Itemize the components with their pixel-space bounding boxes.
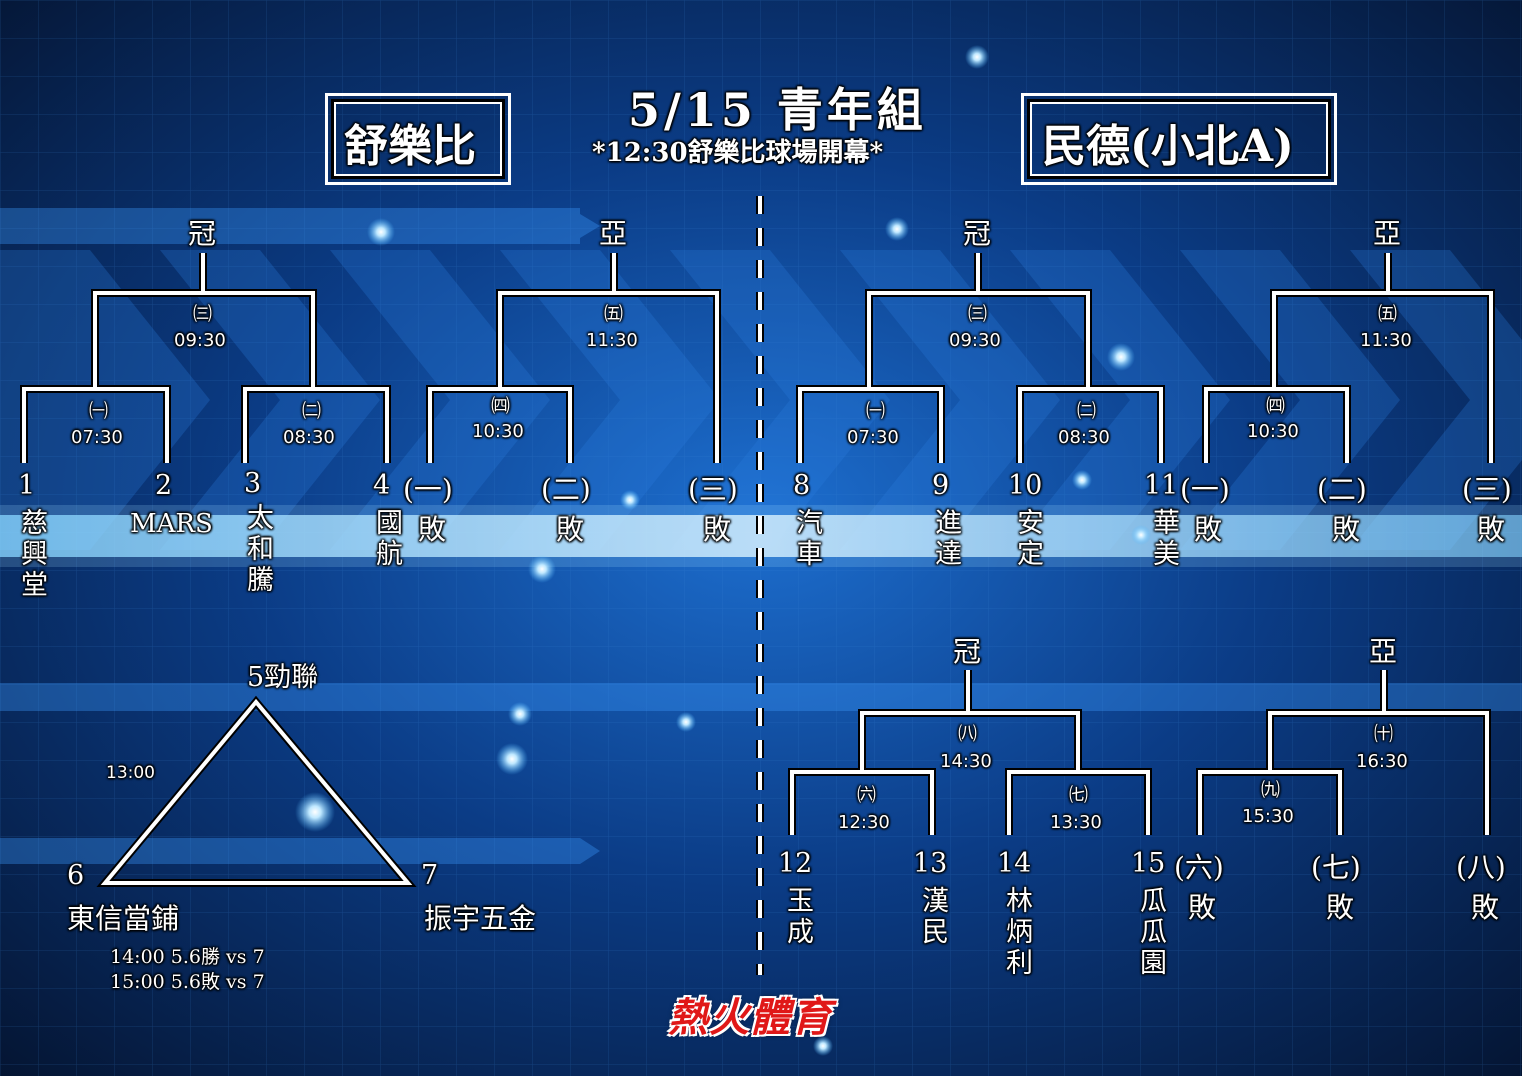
left-loser1-name: 敗 xyxy=(418,513,447,546)
logo: 熱火體育 xyxy=(668,995,832,1041)
left-game1-time: 07:30 xyxy=(71,427,123,448)
right-loser7-name: 敗 xyxy=(1326,891,1355,924)
left-loser3-label: (三) xyxy=(688,473,738,506)
right-loser1-label: (一) xyxy=(1180,473,1230,506)
left-game1-no: ㈠ xyxy=(89,400,109,422)
left-game5-no: ㈤ xyxy=(604,303,624,325)
right-team13-number: 13 xyxy=(913,848,948,879)
right-loser6-name: 敗 xyxy=(1188,891,1217,924)
right-game8-no: ㈧ xyxy=(958,723,978,745)
left-team3-number: 3 xyxy=(244,468,262,499)
right-bottom-champion-label: 冠 xyxy=(953,635,982,668)
right-team12-number: 12 xyxy=(778,848,813,879)
right-team8-number: 8 xyxy=(793,470,811,501)
right-loser3-name: 敗 xyxy=(1477,513,1506,546)
page-subtitle: *12:30舒樂比球場開幕* xyxy=(592,138,884,168)
left-team4-number: 4 xyxy=(373,470,391,501)
right-team10-number: 10 xyxy=(1008,470,1043,501)
right-game10-time: 16:30 xyxy=(1356,751,1408,772)
right-game8-time: 14:30 xyxy=(940,751,992,772)
left-champion-label: 冠 xyxy=(188,217,217,250)
left-team1-name: 慈興堂 xyxy=(16,508,47,601)
left-team2-name: MARS xyxy=(130,509,213,539)
left-game2-time: 08:30 xyxy=(283,427,335,448)
left-loser1-label: (一) xyxy=(403,473,453,506)
venue-box-right: 民德(小北A) xyxy=(1021,93,1337,185)
left-team3-name: 太和騰 xyxy=(242,503,273,596)
right-loser2-label: (二) xyxy=(1317,473,1367,506)
left-game4-no: ㈣ xyxy=(491,395,511,417)
right-team8-name: 汽車 xyxy=(791,508,822,570)
venue-left-label: 舒樂比 xyxy=(344,121,476,172)
left-team1-number: 1 xyxy=(18,470,36,501)
right-game6-time: 12:30 xyxy=(838,812,890,833)
right-game5-no: ㈤ xyxy=(1378,303,1398,325)
right-team15-number: 15 xyxy=(1131,848,1166,879)
venue-right-label: 民德(小北A) xyxy=(1042,121,1294,172)
left-loser2-label: (二) xyxy=(541,473,591,506)
triangle-note-2: 15:00 5.6敗 vs 7 xyxy=(110,971,265,993)
right-loser6-label: (六) xyxy=(1174,851,1224,884)
right-game3-time: 09:30 xyxy=(949,330,1001,351)
right-champion-label: 冠 xyxy=(963,217,992,250)
right-loser7-label: (七) xyxy=(1311,851,1361,884)
triangle-time: 13:00 xyxy=(106,763,155,783)
right-game2-time: 08:30 xyxy=(1058,427,1110,448)
right-team12-name: 玉成 xyxy=(782,886,813,948)
triangle-bl-name: 東信當鋪 xyxy=(67,902,180,935)
right-game9-no: ㈨ xyxy=(1261,779,1281,801)
right-game7-time: 13:30 xyxy=(1050,812,1102,833)
triangle-bl-number: 6 xyxy=(67,860,85,891)
right-loser2-name: 敗 xyxy=(1332,513,1361,546)
triangle-top-team: 5勁聯 xyxy=(247,662,319,693)
right-game7-no: ㈦ xyxy=(1069,784,1089,806)
right-game1-no: ㈠ xyxy=(866,400,886,422)
right-game5-time: 11:30 xyxy=(1360,330,1412,351)
left-game3-time: 09:30 xyxy=(174,330,226,351)
right-game9-time: 15:30 xyxy=(1242,806,1294,827)
right-game1-time: 07:30 xyxy=(847,427,899,448)
right-loser3-label: (三) xyxy=(1462,473,1512,506)
right-team10-name: 安定 xyxy=(1012,508,1043,570)
right-game10-no: ㈩ xyxy=(1374,723,1394,745)
right-team13-name: 漢民 xyxy=(917,886,948,948)
right-game2-no: ㈡ xyxy=(1077,400,1097,422)
right-loser8-label: (八) xyxy=(1456,851,1506,884)
right-team11-number: 11 xyxy=(1144,470,1179,501)
right-game4-time: 10:30 xyxy=(1247,421,1299,442)
triangle-br-name: 振宇五金 xyxy=(424,902,537,935)
right-game4-no: ㈣ xyxy=(1266,395,1286,417)
right-team9-name: 進達 xyxy=(930,508,961,570)
right-loser1-name: 敗 xyxy=(1194,513,1223,546)
left-game2-no: ㈡ xyxy=(302,400,322,422)
left-game5-time: 11:30 xyxy=(586,330,638,351)
right-team9-number: 9 xyxy=(932,470,950,501)
right-runnerup-label: 亞 xyxy=(1373,217,1402,250)
left-loser3-name: 敗 xyxy=(703,513,732,546)
right-team14-name: 林炳利 xyxy=(1001,886,1032,979)
left-game3-no: ㈢ xyxy=(193,303,213,325)
left-team4-name: 國航 xyxy=(371,508,402,570)
right-game6-no: ㈥ xyxy=(857,784,877,806)
right-team14-number: 14 xyxy=(997,848,1032,879)
right-team15-name: 瓜瓜園 xyxy=(1135,886,1166,979)
right-team11-name: 華美 xyxy=(1148,508,1179,570)
left-team2-number: 2 xyxy=(155,470,173,501)
venue-box-left: 舒樂比 xyxy=(325,93,511,185)
right-game3-no: ㈢ xyxy=(968,303,988,325)
page-title: 5/15 青年組 xyxy=(628,83,927,137)
left-loser2-name: 敗 xyxy=(556,513,585,546)
triangle-br-number: 7 xyxy=(421,860,439,891)
triangle-note-1: 14:00 5.6勝 vs 7 xyxy=(110,946,265,968)
right-bottom-runnerup-label: 亞 xyxy=(1369,635,1398,668)
left-game4-time: 10:30 xyxy=(472,421,524,442)
left-runnerup-label: 亞 xyxy=(599,217,628,250)
right-loser8-name: 敗 xyxy=(1471,891,1500,924)
